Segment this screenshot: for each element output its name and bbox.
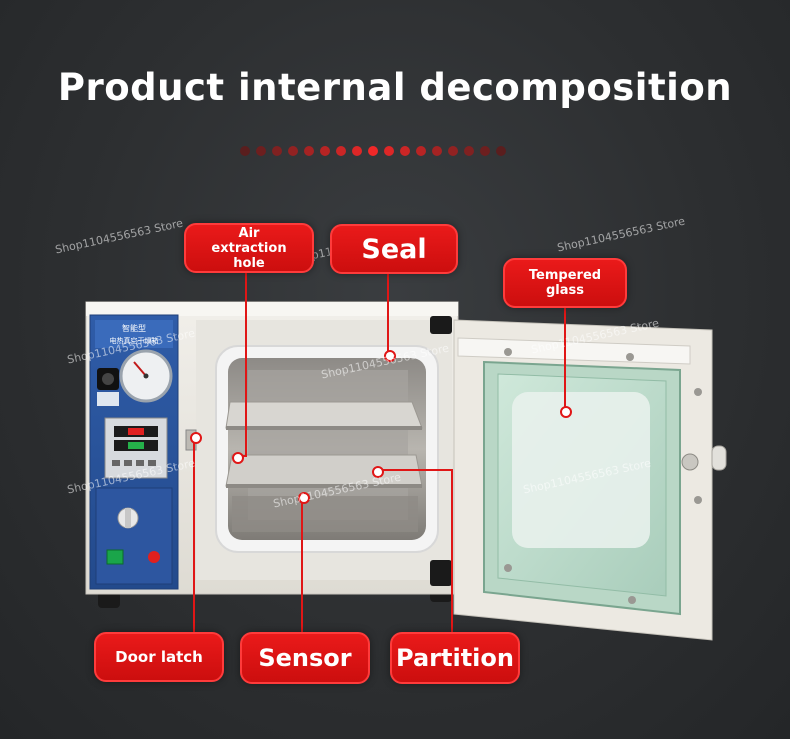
pin-partition [372,466,384,478]
label-seal: Seal [330,224,458,274]
pin-door-latch [190,432,202,444]
switch-panel [95,487,173,585]
decorative-dot [432,146,442,156]
decorative-dot [304,146,314,156]
label-partition: Partition [390,632,520,684]
panel-brand-line2: 电热真空干燥箱 [110,336,159,345]
page-title: Product internal decomposition [57,66,733,109]
label-air-extraction-hole: Air extraction hole [184,223,314,273]
decorative-dot [240,146,250,156]
pin-tempered-glass [560,406,572,418]
panel-brand-plate [95,320,173,348]
decorative-dot [496,146,506,156]
hinge-top [430,316,452,334]
pin-seal [384,350,396,362]
oven-top [86,302,458,316]
leader-partition [376,469,453,632]
power-indicator [148,551,160,563]
decorative-dot [448,146,458,156]
power-switch [106,549,124,565]
decorative-dot-row [240,146,540,158]
oven-foot-left [98,592,120,608]
decorative-dot [320,146,330,156]
label-door-latch: Door latch [94,632,224,682]
decorative-dot [416,146,426,156]
decorative-dot [272,146,282,156]
decorative-dot [256,146,266,156]
decorative-dot [336,146,346,156]
hinge-bottom [430,560,452,586]
decorative-dot [464,146,474,156]
pin-air-extraction [232,452,244,464]
label-sensor: Sensor [240,632,370,684]
decorative-dot [480,146,490,156]
label-tempered-glass: Tempered glass [503,258,627,308]
decorative-dot [288,146,298,156]
partition-shelf-upper [225,401,423,429]
decorative-dot [384,146,394,156]
pin-sensor [298,492,310,504]
decorative-dot [400,146,410,156]
decorative-dot [352,146,362,156]
panel-brand-line1: 智能型 [122,323,146,333]
decorative-dot [368,146,378,156]
door-handle [711,445,727,471]
